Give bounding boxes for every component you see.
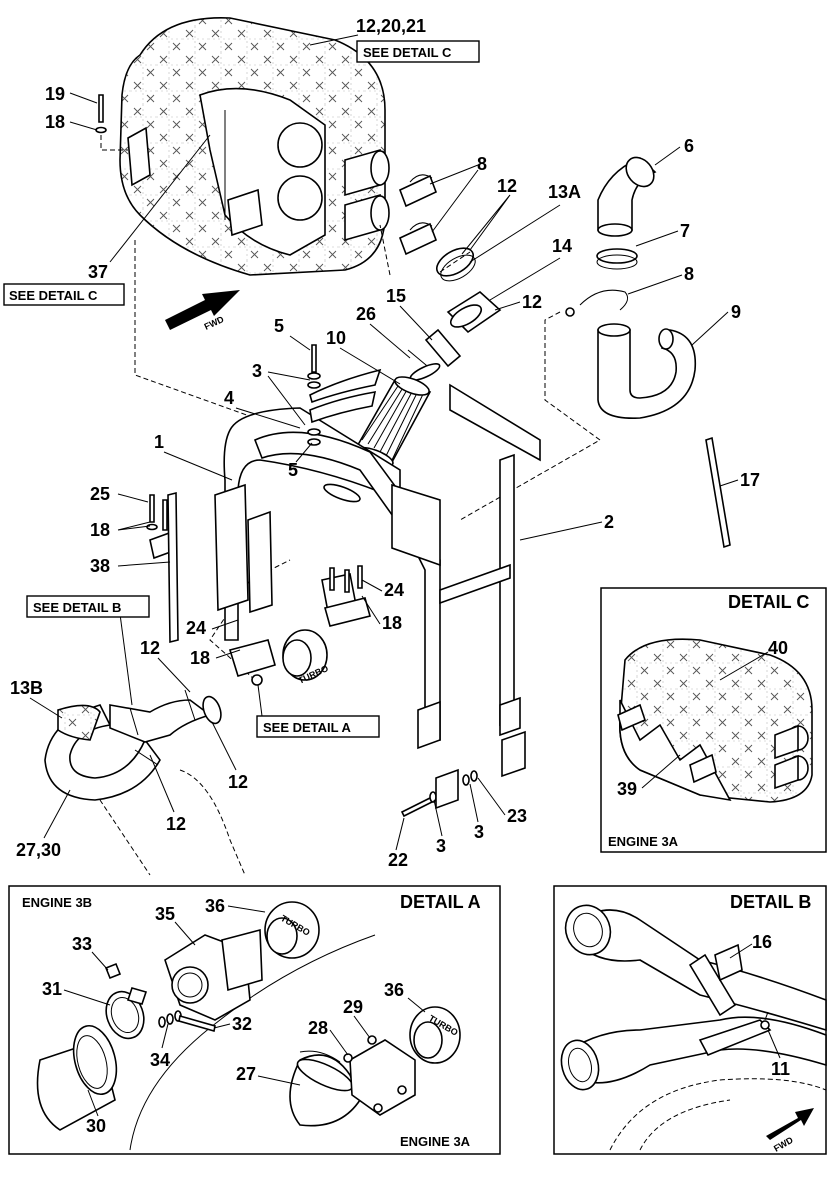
callout-13b: 13B [10,678,43,698]
callout-32: 32 [232,1014,252,1034]
exhaust-pipe-9 [597,323,697,419]
see-detail-b-box: SEE DETAIL B [26,595,150,618]
turbo-main: TURBO [251,629,330,686]
engine-shroud-outline [99,769,246,876]
callout-5: 5 [288,460,298,480]
callout-33: 33 [72,934,92,954]
callout-7: 7 [680,221,690,241]
detail-b-panel: DETAIL B FWD 16 11 [553,885,827,1155]
gasket-clamp-stack [407,247,502,381]
callout-36: 36 [205,896,225,916]
callout-31: 31 [42,979,62,999]
exhaust-elbow-6 [597,156,657,237]
fwd-label: FWD [203,314,226,332]
callout-35: 35 [155,904,175,924]
callout-29: 29 [343,997,363,1017]
callout-1: 1 [154,432,164,452]
bolts-24-18-right [329,565,363,593]
callout-9: 9 [731,302,741,322]
callout-18: 18 [190,648,210,668]
bolts-22-3-23 [400,730,526,818]
callout-3: 3 [252,361,262,381]
detail-a-panel: DETAIL A ENGINE 3B ENGINE 3A TURBO [8,885,501,1155]
callout-12: 12 [497,176,517,196]
callout-6: 6 [684,136,694,156]
detail-b-title: DETAIL B [730,892,811,912]
callout-18: 18 [45,112,65,132]
callout-27: 27 [236,1064,256,1084]
detail-c-title: DETAIL C [728,592,809,612]
callout-14: 14 [552,236,572,256]
see-detail-a-text: SEE DETAIL A [263,720,351,735]
callout-39: 39 [617,779,637,799]
detail-a-engine-left: ENGINE 3B [22,895,92,910]
callout-17: 17 [740,470,760,490]
see-detail-c-left-box: SEE DETAIL C [3,283,125,306]
muffler-assembly [119,17,390,276]
see-detail-b-text: SEE DETAIL B [33,600,121,615]
callout-28: 28 [308,1018,328,1038]
callout-37: 37 [88,262,108,282]
callout-4: 4 [224,388,234,408]
detail-c-engine: ENGINE 3A [608,834,679,849]
see-detail-a-box: SEE DETAIL A [256,715,380,738]
callout-11: 11 [771,1059,790,1079]
forward-arrow: FWD [165,290,240,332]
callout-3: 3 [436,836,446,856]
callout-8: 8 [684,264,694,284]
callout-24: 24 [384,580,404,600]
leader-lines-main [29,34,739,851]
callout-40: 40 [768,638,788,658]
callouts-main: 12,20,21 19 18 37 6 7 8 8 9 12 13A 14 12… [10,16,760,870]
callout-34: 34 [150,1050,170,1070]
clamp-7 [596,248,638,270]
callout-27-30: 27,30 [16,840,61,860]
callout-16: 16 [752,932,772,952]
callout-15: 15 [386,286,406,306]
callout-18: 18 [382,613,402,633]
callout-23: 23 [507,806,527,826]
see-detail-c-text: SEE DETAIL C [363,45,452,60]
support-rod-17 [705,436,731,549]
callout-12: 12 [166,814,186,834]
callout-22: 22 [388,850,408,870]
clamp-8-right [565,289,629,317]
callout-10: 10 [326,328,346,348]
rod-38 [167,491,179,644]
bolt-cluster-3-4-5 [307,344,382,446]
callout-2: 2 [604,512,614,532]
callout-36: 36 [384,980,404,1000]
callout-12: 12 [228,772,248,792]
callout-25: 25 [90,484,110,504]
callout-5: 5 [274,316,284,336]
see-detail-c-top-box: SEE DETAIL C [356,40,480,63]
callout-38: 38 [90,556,110,576]
bent-pipe-27-30 [44,689,222,801]
clamp-rings-8 [398,174,438,256]
callout-19: 19 [45,84,65,104]
detail-c-panel: DETAIL C ENGINE 3A 40 39 [600,587,827,853]
callout-13a: 13A [548,182,581,202]
detail-a-engine-right: ENGINE 3A [400,1134,471,1149]
callout-18: 18 [90,520,110,540]
see-detail-c-text: SEE DETAIL C [9,288,98,303]
callout-30: 30 [86,1116,106,1136]
detail-a-title: DETAIL A [400,892,481,912]
callout-24: 24 [186,618,206,638]
callout-12: 12 [140,638,160,658]
callout-8: 8 [477,154,487,174]
callout-26: 26 [356,304,376,324]
callout-12: 12 [522,292,542,312]
callout-12-20-21: 12,20,21 [356,16,426,36]
callout-3: 3 [474,822,484,842]
